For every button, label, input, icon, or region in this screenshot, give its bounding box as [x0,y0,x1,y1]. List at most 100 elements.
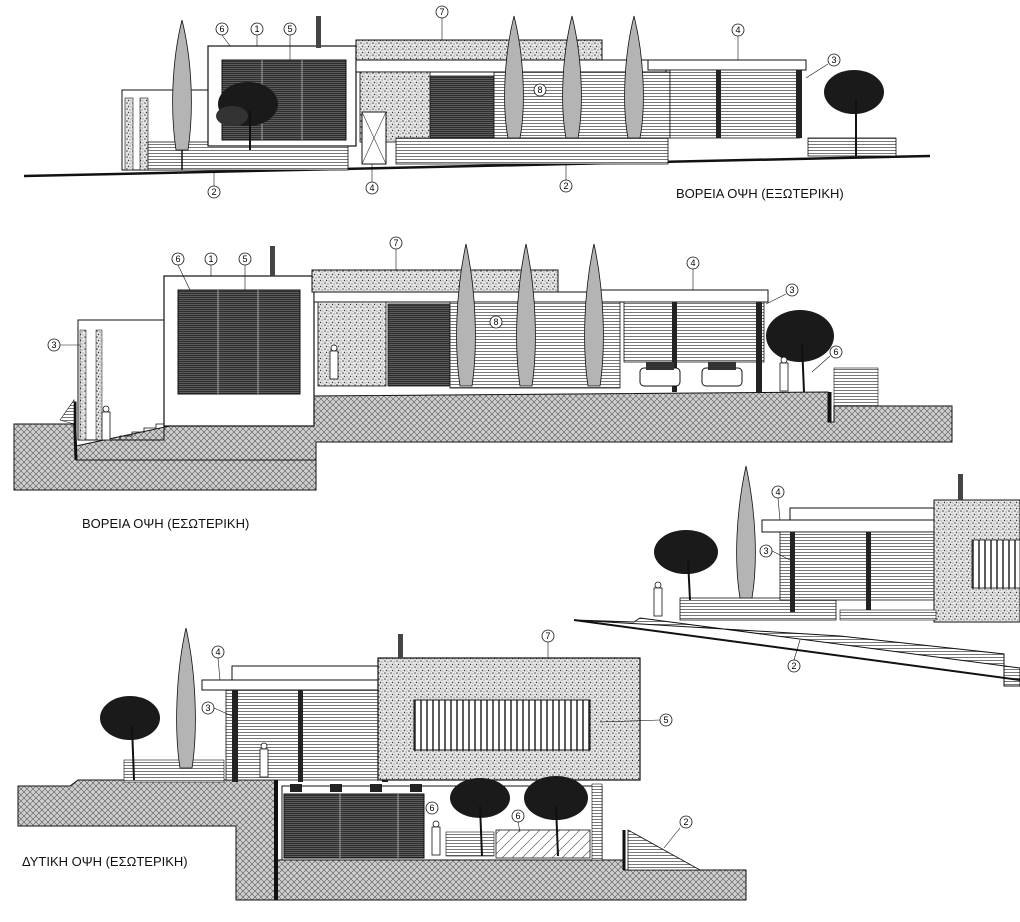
chimney [316,16,321,48]
svg-text:5: 5 [663,715,668,725]
pergola [77,319,165,441]
ground-slope [573,617,1020,687]
cypress-tree [504,15,524,139]
marker-3: 3 [805,53,841,79]
marker-6: 6 [215,22,231,47]
svg-text:4: 4 [215,647,220,657]
deciduous-tree [524,776,588,857]
partial-right-elevation [573,465,1020,687]
human-figure [101,405,111,441]
marker-7: 7 [541,629,555,658]
marker-6: 6 [425,801,439,815]
deciduous-tree [100,696,160,781]
svg-text:5: 5 [287,24,292,34]
north-exterior-elevation [23,15,931,178]
marker-3: 3 [765,283,799,305]
human-figure [779,356,789,392]
svg-text:1: 1 [254,24,259,34]
canopy [201,679,395,691]
svg-text:3: 3 [789,285,794,295]
deciduous-tree [216,82,278,150]
deciduous-tree [654,530,718,601]
marker-3: 3 [759,544,791,561]
svg-text:6: 6 [429,803,434,813]
svg-text:4: 4 [690,258,695,268]
marker-2: 2 [559,164,573,193]
marker-1: 1 [204,252,218,276]
canopy [647,59,807,71]
marker-6: 6 [171,252,191,291]
cypress-tree [584,243,604,387]
reference-markers: 6 1 5 7 4 3 3 8 6 [47,236,843,373]
human-figure [653,581,663,617]
north-interior-elevation [13,243,953,491]
north-exterior-title: ΒΟΡΕΙΑ ΟΨΗ (ΕΞΩΤΕΡΙΚΗ) [676,186,844,201]
cypress-tree [176,627,196,769]
marker-1: 1 [250,22,264,46]
marker-5: 5 [599,713,673,727]
cypress-tree [172,19,192,151]
marker-5: 5 [238,252,252,290]
deciduous-tree [450,778,510,857]
svg-text:7: 7 [393,238,398,248]
reference-markers: 4 7 3 5 6 6 2 [201,629,693,849]
human-figure [259,742,269,778]
marker-2: 2 [207,172,221,199]
svg-text:8: 8 [537,85,542,95]
louvre-window [413,699,591,751]
marker-8: 8 [533,83,547,97]
west-interior-elevation [17,627,747,901]
chimney [398,634,403,658]
marker-4: 4 [211,645,225,681]
svg-text:2: 2 [563,181,568,191]
svg-text:5: 5 [242,254,247,264]
marker-5: 5 [283,22,297,60]
marker-2: 2 [787,639,801,673]
ground-line [23,154,931,178]
cypress-tree [562,15,582,139]
north-interior-title: ΒΟΡΕΙΑ ΟΨΗ (ΕΣΩΤΕΡΙΚΗ) [82,516,249,531]
shutter-panel [283,793,425,859]
svg-text:3: 3 [831,55,836,65]
svg-text:8: 8 [493,317,498,327]
svg-text:7: 7 [545,631,550,641]
marker-7: 7 [389,236,403,270]
stone-wall [317,301,387,387]
svg-text:6: 6 [515,811,520,821]
marker-3: 3 [201,701,233,717]
soil-section [17,779,277,901]
marker-8: 8 [489,315,503,329]
chimney [270,246,275,276]
human-figure [431,820,441,856]
canopy [599,289,769,303]
louvre-window [971,539,1020,589]
svg-text:2: 2 [683,817,688,827]
svg-text:6: 6 [833,347,838,357]
chimney [958,474,963,500]
svg-text:6: 6 [219,24,224,34]
marker-6: 6 [511,809,525,833]
car [701,362,743,387]
marker-2: 2 [663,815,693,849]
reference-markers: 6 1 5 7 4 3 8 2 4 2 [207,5,841,199]
cypress-tree [516,243,536,387]
marker-4: 4 [686,256,700,290]
marker-7: 7 [435,5,449,40]
svg-text:3: 3 [763,546,768,556]
svg-text:6: 6 [175,254,180,264]
deciduous-tree [766,310,834,393]
svg-text:4: 4 [735,25,740,35]
shutter-panel [177,289,301,395]
deciduous-tree [824,70,884,156]
marker-4: 4 [771,485,785,521]
canopy [761,519,963,533]
svg-text:2: 2 [211,187,216,197]
cypress-tree [736,465,756,599]
dark-shutter [429,75,495,139]
cypress-tree [624,15,644,139]
svg-text:1: 1 [208,254,213,264]
marker-3: 3 [47,338,80,352]
svg-text:4: 4 [369,183,374,193]
svg-text:7: 7 [439,7,444,17]
